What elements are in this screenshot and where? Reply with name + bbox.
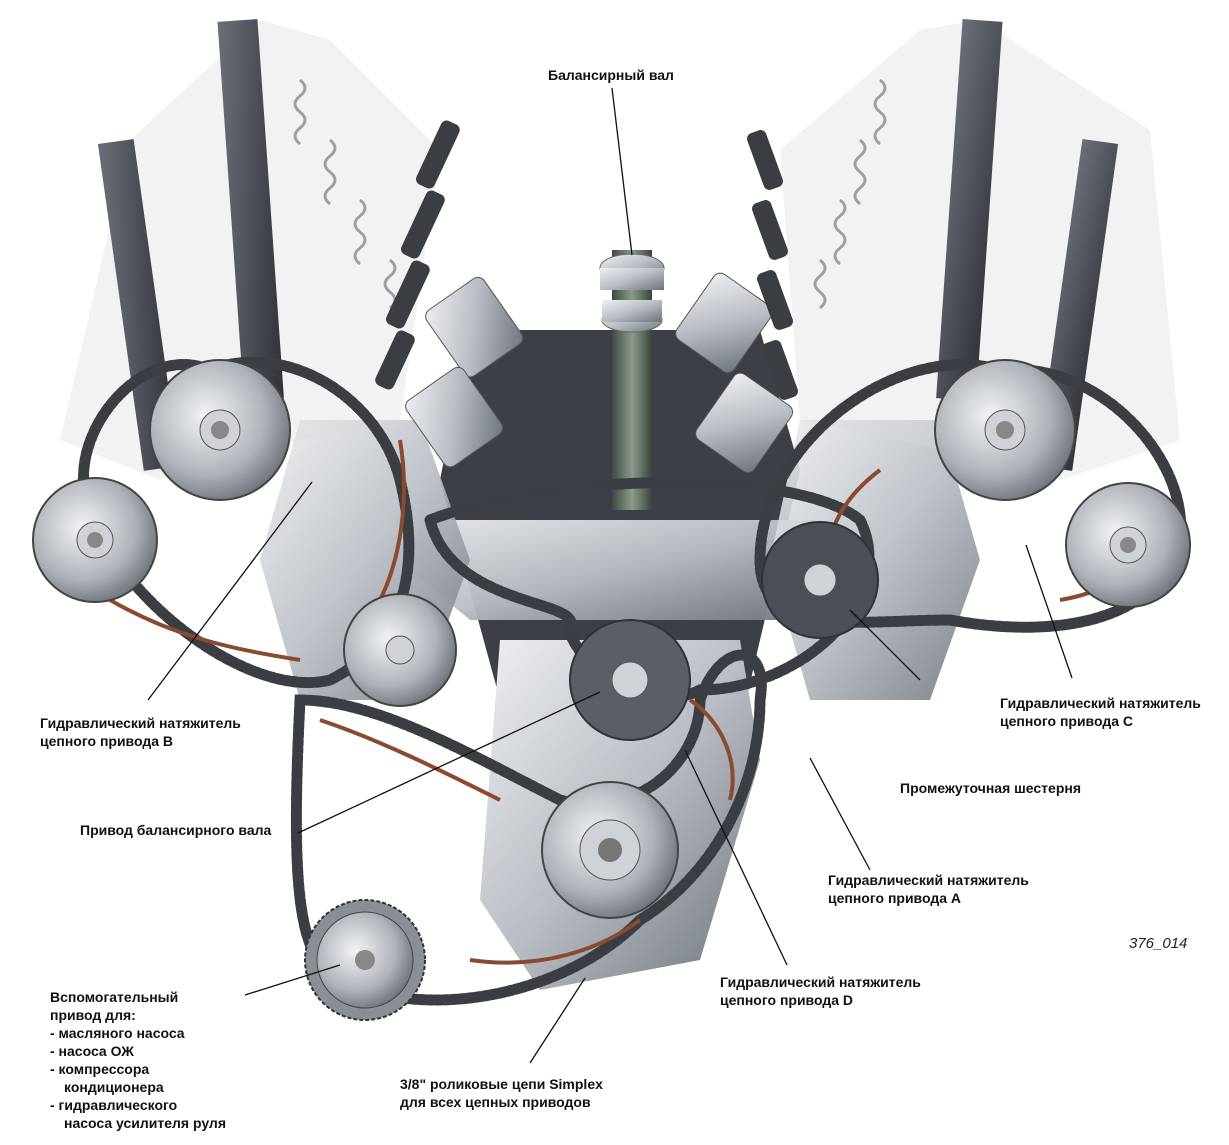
label-tensioner-a-line1: Гидравлический натяжитель	[828, 871, 1029, 889]
balance-shaft-drive-sprocket	[570, 620, 690, 740]
leader-chains	[530, 978, 585, 1063]
aux-drive-item: насоса усилителя руля	[50, 1114, 226, 1132]
label-tensioner-b-line1: Гидравлический натяжитель	[40, 714, 241, 732]
label-tensioner-d: Гидравлический натяжитель цепного привод…	[720, 973, 921, 1009]
label-tensioner-c-line2: цепного привода C	[1000, 712, 1201, 730]
aux-drive-list: - масляного насоса - насоса ОЖ - компрес…	[50, 1024, 226, 1132]
crankshaft-sprocket	[542, 782, 678, 918]
aux-drive-title-line1: Вспомогательный	[50, 988, 178, 1006]
label-balance-shaft-drive: Привод балансирного вала	[80, 821, 271, 839]
label-chains-line1: 3/8" роликовые цепи Simplex	[400, 1075, 603, 1093]
left-exhaust-sprocket	[150, 360, 290, 500]
label-chains-line2: для всех цепных приводов	[400, 1093, 603, 1111]
leader-tensioner-a	[810, 758, 870, 870]
label-tensioner-b-line2: цепного привода B	[40, 732, 241, 750]
label-tensioner-a: Гидравлический натяжитель цепного привод…	[828, 871, 1029, 907]
aux-drive-item: кондиционера	[50, 1078, 226, 1096]
aux-drive-sprocket	[305, 900, 425, 1020]
left-intermediate-sprocket	[344, 594, 456, 706]
left-intake-sprocket	[33, 478, 157, 602]
leader-balance-shaft	[612, 88, 632, 255]
label-tensioner-d-line2: цепного привода D	[720, 991, 921, 1009]
label-tensioner-c: Гидравлический натяжитель цепного привод…	[1000, 694, 1201, 730]
label-tensioner-a-line2: цепного привода A	[828, 889, 1029, 907]
label-tensioner-d-line1: Гидравлический натяжитель	[720, 973, 921, 991]
label-tensioner-b: Гидравлический натяжитель цепного привод…	[40, 714, 241, 750]
aux-drive-item: - насоса ОЖ	[50, 1042, 226, 1060]
label-chains: 3/8" роликовые цепи Simplex для всех цеп…	[400, 1075, 603, 1111]
right-intake-sprocket	[1066, 483, 1190, 607]
aux-drive-title-line2: привод для:	[50, 1006, 178, 1024]
label-intermediate-gear: Промежуточная шестерня	[900, 779, 1081, 797]
aux-drive-item: - масляного насоса	[50, 1024, 226, 1042]
label-balance-shaft: Балансирный вал	[548, 66, 674, 84]
figure-code: 376_014	[1129, 935, 1187, 952]
right-exhaust-sprocket	[935, 360, 1075, 500]
aux-drive-item: - компрессора	[50, 1060, 226, 1078]
leader-tensioner-c	[1026, 545, 1072, 678]
label-tensioner-c-line1: Гидравлический натяжитель	[1000, 694, 1201, 712]
aux-drive-item: - гидравлического	[50, 1096, 226, 1114]
label-aux-drive: Вспомогательный привод для:	[50, 988, 178, 1024]
